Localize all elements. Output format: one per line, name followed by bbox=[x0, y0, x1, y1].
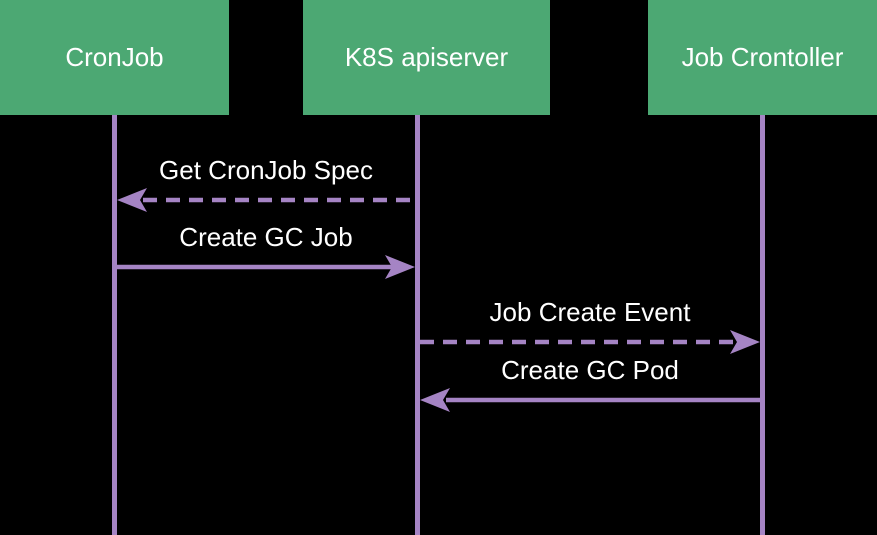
message-arrow-job-create-event bbox=[420, 330, 760, 354]
actor-box-k8s-apiserver: K8S apiserver bbox=[303, 0, 550, 115]
message-arrow-create-gc-pod bbox=[420, 388, 760, 412]
lifeline-cronjob bbox=[112, 115, 117, 535]
arrowhead-left-icon bbox=[117, 188, 147, 212]
actor-label-k8s-apiserver: K8S apiserver bbox=[344, 42, 509, 72]
arrowhead-right-icon bbox=[730, 330, 760, 354]
arrowhead-left-icon bbox=[420, 388, 450, 412]
message-arrow-create-gc-job bbox=[117, 255, 415, 279]
message-arrow-get-cronjob-spec bbox=[117, 188, 415, 212]
actor-label-cronjob: CronJob bbox=[65, 42, 164, 72]
actor-box-cronjob: CronJob bbox=[0, 0, 229, 115]
message-label-job-create-event: Job Create Event bbox=[489, 297, 691, 327]
lifeline-k8s-apiserver bbox=[415, 115, 420, 535]
message-label-create-gc-job: Create GC Job bbox=[179, 222, 353, 252]
message-label-create-gc-pod: Create GC Pod bbox=[501, 355, 679, 385]
arrowhead-right-icon bbox=[385, 255, 415, 279]
actor-label-job-controller: Job Crontoller bbox=[681, 42, 844, 72]
lifeline-job-controller bbox=[760, 115, 765, 535]
message-label-get-cronjob-spec: Get CronJob Spec bbox=[159, 155, 373, 185]
actor-box-job-controller: Job Crontoller bbox=[648, 0, 877, 115]
